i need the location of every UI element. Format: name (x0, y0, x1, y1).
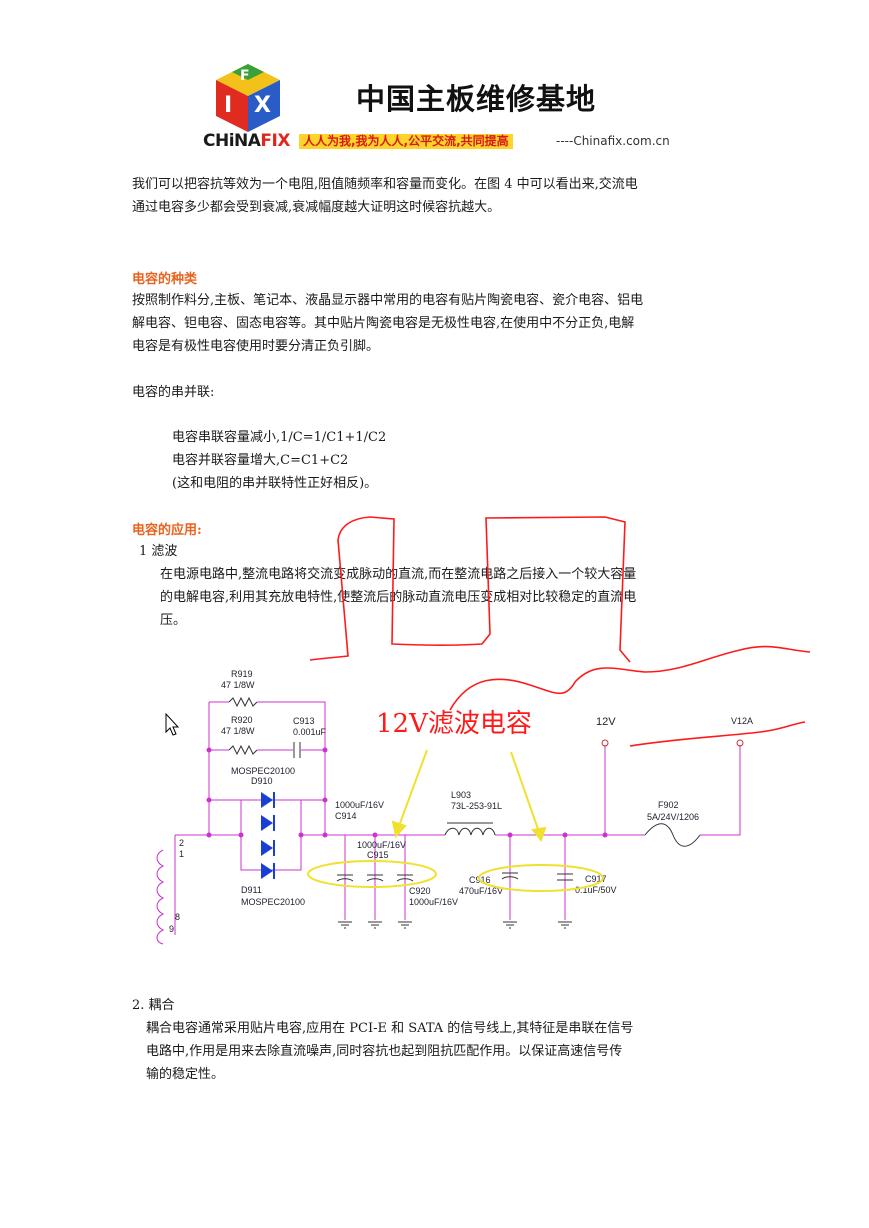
12v-label: 12V (596, 716, 616, 728)
cube-letter-f: F (240, 68, 250, 84)
series-formula: 电容串联容量减小,1/C=1/C1+1/C2 (172, 430, 387, 445)
f902-value: 5A/24V/1206 (647, 812, 699, 822)
filter-line-3: 压。 (160, 613, 187, 628)
intro-paragraph: 我们可以把容抗等效为一个电阻,阻值随频率和容量而变化。在图 4 中可以看出来,交… (132, 173, 638, 219)
c916-value: 470uF/16V (459, 886, 503, 896)
d910-part: MOSPEC20100 (231, 766, 295, 776)
c914-label: C914 (335, 811, 357, 821)
site-title: 中国主板维修基地 (356, 82, 597, 116)
site-url: ----Chinafix.com.cn (556, 134, 670, 148)
coupling-line-2: 电路中,作用是用来去除直流噪声,同时容抗也起到阻抗匹配作用。以保证高速信号传 (146, 1044, 623, 1059)
filter-line-2: 的电解电容,利用其充放电特性,使整流后的脉动直流电压变成相对比较稳定的直流电 (160, 590, 637, 605)
l903-part: 73L-253-91L (451, 801, 502, 811)
coupling-line-3: 输的稳定性。 (146, 1067, 225, 1082)
c915-value: 1000uF/16V (357, 840, 406, 850)
cube-letter-x: X (254, 93, 271, 118)
f902-label: F902 (658, 800, 679, 810)
12v-filter-capacitor-annotation: 12V滤波电容 (376, 709, 532, 739)
diode-bridge (261, 792, 275, 879)
l903-label: L903 (451, 790, 471, 800)
types-line-1: 按照制作料分,主板、笔记本、液晶显示器中常用的电容有贴片陶瓷电容、瓷介电容、铝电 (132, 293, 644, 308)
filter-item-title: 1 滤波 (139, 544, 178, 559)
handwritten-annotation-scribble (309, 516, 811, 747)
applications-heading: 电容的应用: (132, 523, 202, 538)
series-parallel-title: 电容的串并联: (132, 385, 215, 400)
slogan: 人人为我,我为人人,公平交流,共同提高 (299, 134, 513, 149)
filter-circuit-schematic: R919 47 1/8W R920 47 1/8W C913 0.001uF M… (156, 669, 753, 945)
d911-part: MOSPEC20100 (241, 897, 305, 907)
r919-value: 47 1/8W (221, 680, 255, 690)
c915-label: C915 (367, 850, 389, 860)
series-parallel-list: 电容串联容量减小,1/C=1/C1+1/C2 电容并联容量增大,C=C1+C2 … (172, 426, 386, 495)
inductor-l903 (444, 827, 496, 836)
c920-label: C920 (409, 886, 431, 896)
intro-line-2: 通过电容多少都会受到衰减,衰减幅度越大证明这时候容抗越大。 (132, 200, 501, 215)
chinafix-cube-logo-icon: F I X (216, 64, 280, 132)
filter-paragraph: 在电源电路中,整流电路将交流变成脉动的直流,而在整流电路之后接入一个较大容量 的… (160, 563, 636, 632)
d910-label: D910 (251, 776, 273, 786)
c913-value: 0.001uF (293, 727, 327, 737)
mouse-cursor-icon (165, 712, 180, 736)
r920-label: R920 (231, 715, 253, 725)
r920-value: 47 1/8W (221, 726, 255, 736)
types-line-2: 解电容、钽电容、固态电容等。其中贴片陶瓷电容是无极性电容,在使用中不分正负,电解 (132, 316, 635, 331)
coupling-line-1: 耦合电容通常采用贴片电容,应用在 PCI-E 和 SATA 的信号线上,其特征是… (146, 1021, 634, 1036)
logo-brand-right: FIX (260, 131, 290, 151)
c920-value: 1000uF/16V (409, 897, 458, 907)
intro-line-1: 我们可以把容抗等效为一个电阻,阻值随频率和容量而变化。在图 4 中可以看出来,交… (132, 177, 638, 192)
d911-label: D911 (241, 885, 262, 895)
types-line-3: 电容是有极性电容使用时要分清正负引脚。 (132, 339, 380, 354)
pin-8-label: 8 (175, 912, 180, 922)
pin-9-label: 9 (169, 924, 174, 934)
cube-letter-i: I (224, 93, 232, 118)
capacitor-symbols (336, 872, 573, 882)
coupling-item-title: 2. 耦合 (132, 998, 175, 1013)
r919-label: R919 (231, 669, 253, 679)
coupling-paragraph: 耦合电容通常采用贴片电容,应用在 PCI-E 和 SATA 的信号线上,其特征是… (146, 1017, 633, 1086)
logo-brand-left: CHiNA (203, 131, 261, 151)
parallel-formula: 电容并联容量增大,C=C1+C2 (172, 453, 349, 468)
c913-label: C913 (293, 716, 315, 726)
types-paragraph: 按照制作料分,主板、笔记本、液晶显示器中常用的电容有贴片陶瓷电容、瓷介电容、铝电… (132, 289, 643, 358)
c917-label: C917 (585, 874, 607, 884)
v12a-label: V12A (731, 716, 753, 726)
pin-1-label: 1 (179, 849, 184, 859)
series-parallel-note: (这和电阻的串并联特性正好相反)。 (172, 476, 378, 491)
types-heading: 电容的种类 (132, 272, 198, 287)
fuse-f902 (644, 823, 701, 847)
logo-wordmark: CHiNAFIX (203, 131, 290, 151)
c914-value: 1000uF/16V (335, 800, 384, 810)
filter-line-1: 在电源电路中,整流电路将交流变成脉动的直流,而在整流电路之后接入一个较大容量 (160, 567, 637, 582)
pin-2-label: 2 (179, 838, 184, 848)
c917-value: 0.1uF/50V (575, 885, 617, 895)
